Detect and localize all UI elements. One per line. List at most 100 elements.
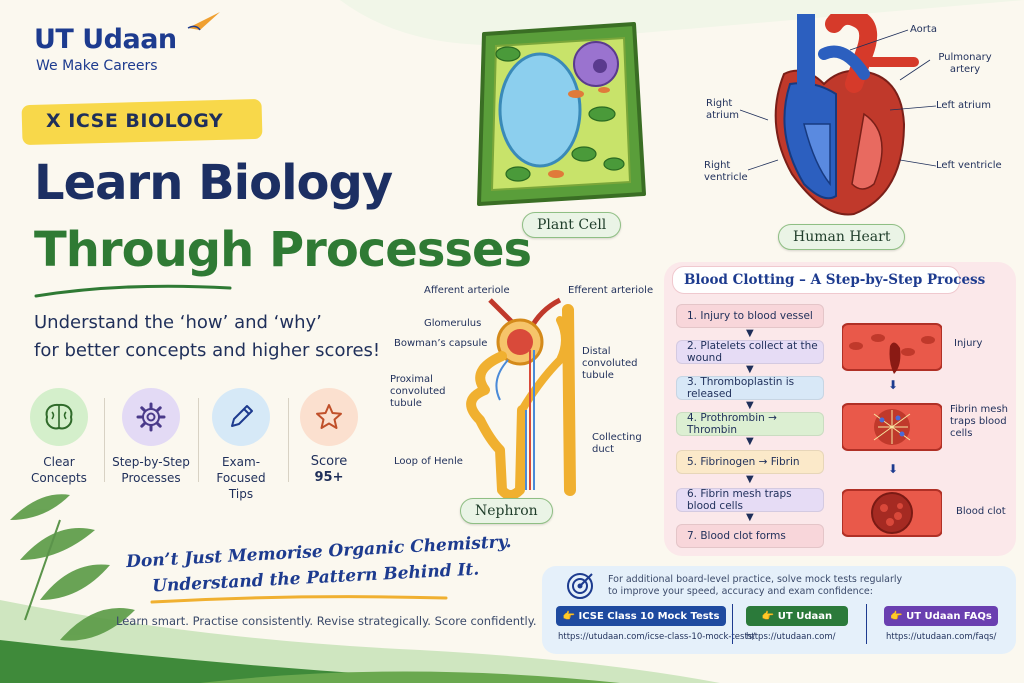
nephron-label-distal-line2: convoluted xyxy=(582,358,638,369)
clotting-step: 3. Thromboplastin is released xyxy=(676,376,824,400)
clot-stage-blood-clot: Blood clot xyxy=(956,506,1006,517)
nephron-label-collecting-line1: Collecting xyxy=(592,432,642,443)
clot-stage-injury: Injury xyxy=(954,338,983,349)
nephron-label: Nephron xyxy=(460,498,553,524)
nephron-label-distal-line3: tubule xyxy=(582,370,614,381)
feature-label-line1: Exam-Focused xyxy=(216,455,266,485)
feature-label-line2: Tips xyxy=(228,487,254,501)
nephron-label-collecting-line2: duct xyxy=(592,444,615,455)
brand-logo-text: UT Udaan xyxy=(34,24,177,55)
feature-icon-circle xyxy=(30,388,88,446)
feature-label-line2: Processes xyxy=(121,471,181,485)
brain-icon xyxy=(45,403,73,430)
pencil-icon xyxy=(231,405,253,427)
blood-clotting-title-box xyxy=(672,266,960,294)
step-arrow-icon: ▼ xyxy=(746,474,754,485)
nephron-label-proximal-line2: convoluted xyxy=(390,386,446,397)
feature-divider xyxy=(198,398,199,482)
headline-line1: Learn Biology xyxy=(34,155,393,211)
feature-divider xyxy=(104,398,105,482)
plant-cell-label: Plant Cell xyxy=(522,212,622,238)
clotting-step: 1. Injury to blood vessel xyxy=(676,304,824,328)
subtitle-line2: for better concepts and higher scores! xyxy=(34,340,381,361)
clotting-step: 6. Fibrin mesh traps blood cells xyxy=(676,488,824,512)
clotting-step: 2. Platelets collect at the wound xyxy=(676,340,824,364)
subject-badge: X ICSE BIOLOGY xyxy=(46,110,224,132)
ut-udaan-url[interactable]: https://utudaan.com/ xyxy=(746,632,836,642)
feature-icon-circle xyxy=(212,388,270,446)
step-arrow-icon: ▼ xyxy=(746,400,754,411)
feature-label-line1: Step-by-Step xyxy=(112,455,190,469)
target-icon xyxy=(567,573,593,599)
nephron-label-proximal-line3: tubule xyxy=(390,398,422,409)
feature-label-line1: Score xyxy=(310,454,348,469)
vessel-fibrin-mesh-illustration xyxy=(842,403,942,451)
faqs-link-button[interactable]: 👉 UT Udaan FAQs xyxy=(884,606,998,626)
nephron-illustration xyxy=(466,297,576,500)
arrow-down-icon: ⬇ xyxy=(888,378,899,392)
resources-line2: to improve your speed, accuracy and exam… xyxy=(608,586,873,597)
human-heart-label: Human Heart xyxy=(778,224,906,250)
feature-label-line2: 95+ xyxy=(314,470,344,485)
heart-label-left-atrium: Left atrium xyxy=(936,100,992,111)
feature-icon-circle xyxy=(122,388,180,446)
clotting-step: 4. Prothrombin → Thrombin xyxy=(676,412,824,436)
resources-description: For additional board-level practice, sol… xyxy=(608,574,968,598)
nephron-label-distal-line1: Distal xyxy=(582,346,611,357)
paper-plane-icon xyxy=(187,12,220,31)
mock-tests-url[interactable]: https://utudaan.com/icse-class-10-mock-t… xyxy=(558,632,756,642)
clotting-step: 7. Blood clot forms xyxy=(676,524,824,548)
footer-text: Learn smart. Practise consistently. Revi… xyxy=(116,614,537,628)
headline-underline xyxy=(34,284,232,298)
step-arrow-icon: ▼ xyxy=(746,328,754,339)
heart-label-right-ventricle: Right ventricle xyxy=(704,160,748,183)
step-arrow-icon: ▼ xyxy=(746,436,754,447)
faqs-url[interactable]: https://utudaan.com/faqs/ xyxy=(886,632,997,642)
nephron-label-bowman: Bowman’s capsule xyxy=(394,338,488,349)
ut-udaan-link-button[interactable]: 👉 UT Udaan xyxy=(746,606,848,626)
plant-cell-illustration xyxy=(477,22,646,206)
heart-leader-lines xyxy=(739,29,937,171)
resources-divider xyxy=(732,604,733,644)
nephron-label-henle: Loop of Henle xyxy=(394,456,463,467)
star-icon xyxy=(316,404,342,429)
vessel-blood-clot-illustration xyxy=(842,489,942,537)
nephron-label-efferent: Efferent arteriole xyxy=(568,285,654,296)
heart-label-pulmonary-artery: Pulmonary artery xyxy=(938,52,992,75)
heart-label-left-ventricle: Left ventricle xyxy=(936,160,1002,171)
brand-tagline: We Make Careers xyxy=(36,58,158,74)
headline-line2: Through Processes xyxy=(34,222,532,278)
motto-underline xyxy=(150,595,448,604)
nephron-label-glomerulus: Glomerulus xyxy=(424,318,482,329)
step-arrow-icon: ▼ xyxy=(746,364,754,375)
arrow-down-icon: ⬇ xyxy=(888,462,899,476)
heart-label-right-atrium: Right atrium xyxy=(706,98,740,121)
human-heart-illustration xyxy=(774,14,919,216)
subtitle-line1: Understand the ‘how’ and ‘why’ xyxy=(34,312,322,333)
clot-stage-mesh-line1: Fibrin mesh xyxy=(950,404,1008,415)
vessel-injury-illustration xyxy=(842,323,942,374)
mock-tests-link-button[interactable]: 👉 ICSE Class 10 Mock Tests xyxy=(556,606,726,626)
nephron-label-afferent: Afferent arteriole xyxy=(424,285,510,296)
heart-label-aorta: Aorta xyxy=(910,24,937,35)
blood-clotting-title: Blood Clotting – A Step-by-Step Process xyxy=(684,272,986,288)
resources-divider xyxy=(866,604,867,644)
nephron-label-proximal-line1: Proximal xyxy=(390,374,433,385)
feature-label-line1: Clear xyxy=(43,455,75,469)
resources-line1: For additional board-level practice, sol… xyxy=(608,574,903,585)
feature-icon-circle xyxy=(300,388,358,446)
clotting-step: 5. Fibrinogen → Fibrin xyxy=(676,450,824,474)
feature-label-line2: Concepts xyxy=(31,471,87,485)
clot-stage-mesh-line2: traps blood cells xyxy=(950,416,1007,439)
gear-icon xyxy=(136,402,166,432)
step-arrow-icon: ▼ xyxy=(746,512,754,523)
feature-divider xyxy=(288,398,289,482)
